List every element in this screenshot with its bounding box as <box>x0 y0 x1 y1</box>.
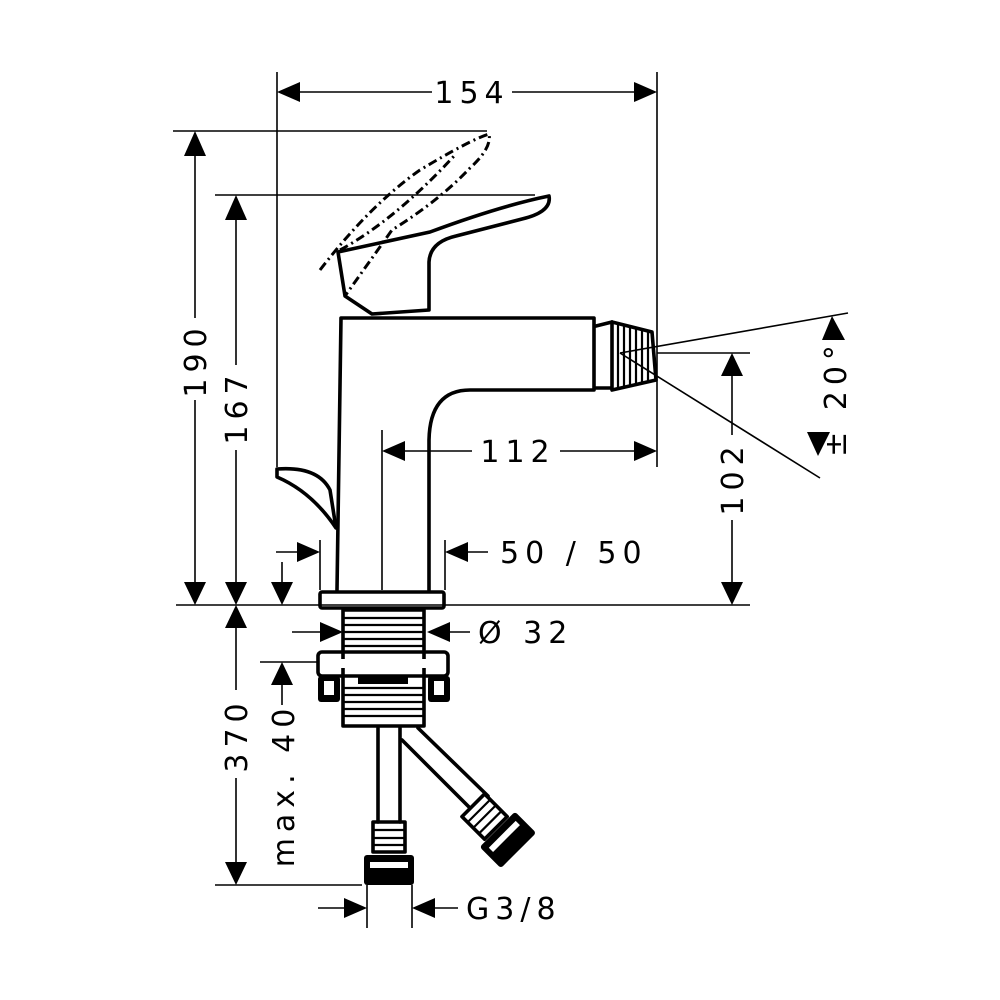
dim-label-154: 154 <box>434 76 509 111</box>
extension-lines <box>173 72 849 928</box>
dim-label-370: 370 <box>220 697 255 772</box>
lever-handle <box>336 194 552 316</box>
dimension-190: 190 <box>179 131 214 605</box>
hose-straight <box>364 726 414 885</box>
hose-angled <box>400 726 535 867</box>
base-ring <box>318 590 446 610</box>
popup-rod <box>275 466 338 530</box>
dim-label-max-40: max. 40 <box>267 703 302 868</box>
dimension-50-50: 50 / 50 <box>271 536 648 605</box>
dimension-max-40: max. 40 <box>267 662 302 867</box>
dim-label-190: 190 <box>179 322 214 397</box>
dim-label-112: 112 <box>480 435 555 470</box>
dimension-g3-8: G3/8 <box>318 892 562 927</box>
dimension-102: 102 <box>716 353 751 605</box>
dimension-diameter-32: Ø 32 <box>292 616 573 651</box>
fixing-nut <box>316 650 450 702</box>
dim-label-50-50: 50 / 50 <box>500 536 648 571</box>
hose-nut-straight <box>364 855 414 885</box>
dimension-370: 370 <box>220 605 255 885</box>
dim-label-167: 167 <box>220 369 255 444</box>
dim-label-102: 102 <box>716 440 751 515</box>
faucet-body-outline <box>335 316 596 592</box>
dimension-154: 154 <box>277 76 657 111</box>
swivel-outlet <box>594 320 658 392</box>
hose-nut-angled <box>480 812 535 867</box>
dimension-swivel-20: ± 20° <box>807 316 854 457</box>
faucet-body <box>275 132 658 592</box>
lever-handle-open-position <box>318 132 491 297</box>
dimension-167: 167 <box>220 195 255 605</box>
dim-label-diameter-32: Ø 32 <box>478 616 573 651</box>
mounting-hardware <box>316 590 450 728</box>
dim-label-swivel: ± 20° <box>819 339 854 457</box>
dim-label-g3-8: G3/8 <box>466 892 562 927</box>
dimension-112: 112 <box>382 435 657 470</box>
flexible-hoses <box>364 726 535 885</box>
